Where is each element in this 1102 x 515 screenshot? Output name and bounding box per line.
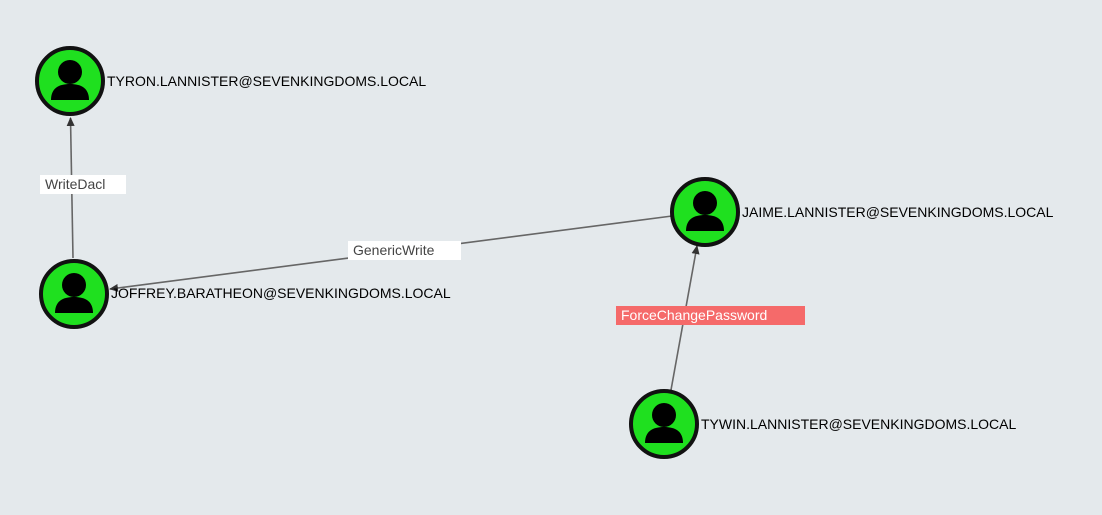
- edge-label-forcechangepassword[interactable]: ForceChangePassword: [616, 306, 805, 325]
- user-icon: [55, 273, 93, 313]
- user-icon: [51, 60, 89, 100]
- node-jaime[interactable]: [670, 177, 740, 247]
- user-icon: [645, 403, 683, 443]
- node-tywin[interactable]: [629, 389, 699, 459]
- node-tyron[interactable]: [35, 46, 105, 116]
- node-label-joffrey: JOFFREY.BARATHEON@SEVENKINGDOMS.LOCAL: [111, 285, 451, 301]
- node-label-jaime: JAIME.LANNISTER@SEVENKINGDOMS.LOCAL: [742, 204, 1054, 220]
- edge-label-genericwrite[interactable]: GenericWrite: [348, 241, 461, 260]
- edge-label-writedacl[interactable]: WriteDacl: [40, 175, 126, 194]
- node-label-tyron: TYRON.LANNISTER@SEVENKINGDOMS.LOCAL: [107, 73, 427, 89]
- node-joffrey[interactable]: [39, 259, 109, 329]
- user-icon: [686, 191, 724, 231]
- node-label-tywin: TYWIN.LANNISTER@SEVENKINGDOMS.LOCAL: [701, 416, 1017, 432]
